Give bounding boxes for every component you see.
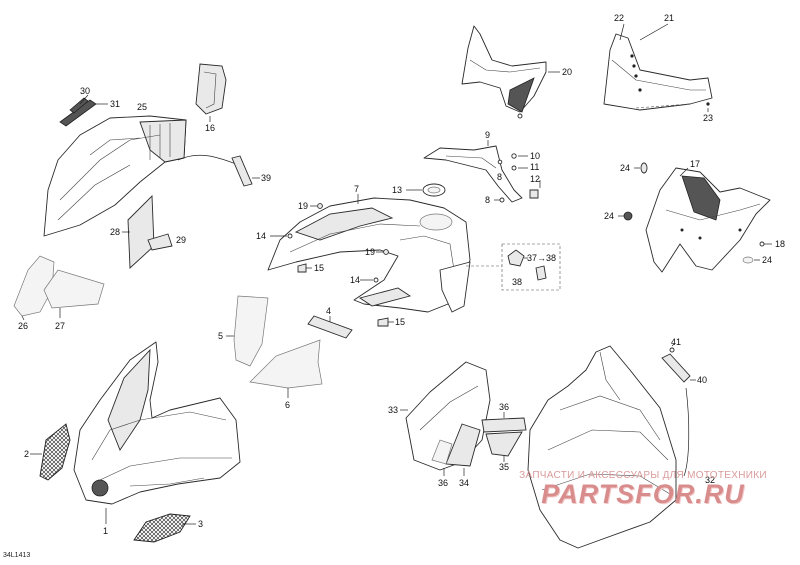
callout-17: 17 <box>690 159 700 169</box>
callout-26: 26 <box>18 321 28 331</box>
part-6-panel <box>249 339 323 398</box>
part-35-36-trim <box>431 412 527 476</box>
callout-22: 22 <box>614 13 624 23</box>
part-26-27-decals <box>13 255 105 321</box>
part-2-left-grille <box>30 423 71 481</box>
callout-24c: 24 <box>762 255 772 265</box>
callout-15b: 15 <box>395 317 405 327</box>
part-13-grommet <box>406 183 446 197</box>
callout-15a: 15 <box>314 263 324 273</box>
callout-31: 31 <box>110 99 120 109</box>
callout-labels: 1 2 3 4 5 6 7 8 8 9 10 11 12 13 14 14 15… <box>18 13 785 536</box>
callout-7: 7 <box>354 184 359 194</box>
callout-4: 4 <box>326 306 331 316</box>
callout-41: 41 <box>671 337 681 347</box>
callout-1: 1 <box>103 526 108 536</box>
part-4-strip <box>307 315 353 339</box>
callout-34: 34 <box>459 478 469 488</box>
part-40-41-support-rod <box>661 343 696 383</box>
part-28-panel <box>122 194 155 269</box>
part-7-center-panel <box>267 194 471 327</box>
callout-12: 12 <box>530 174 540 184</box>
part-5-panel <box>226 295 269 367</box>
callout-2: 2 <box>24 449 29 459</box>
callout-40: 40 <box>697 375 707 385</box>
callout-8b: 8 <box>485 195 490 205</box>
callout-29: 29 <box>176 235 186 245</box>
callout-28: 28 <box>110 227 120 237</box>
callout-6: 6 <box>285 400 290 410</box>
callout-9: 9 <box>485 130 490 140</box>
callout-19b: 19 <box>365 247 375 257</box>
callout-24a: 24 <box>620 163 630 173</box>
diagram-code-label: 34L1413 <box>3 552 31 559</box>
callout-8a: 8 <box>497 172 502 182</box>
callout-33: 33 <box>388 405 398 415</box>
part-29-pad <box>147 233 173 251</box>
part-16-bracket <box>195 63 227 122</box>
part-34-panel <box>445 423 481 476</box>
callout-14a: 14 <box>256 231 266 241</box>
part-20-deflector <box>461 25 560 119</box>
callout-5: 5 <box>218 331 223 341</box>
callout-39: 39 <box>261 173 271 183</box>
callout-19a: 19 <box>298 201 308 211</box>
callout-18: 18 <box>775 239 785 249</box>
callout-11: 11 <box>530 162 539 172</box>
callout-24b: 24 <box>604 211 614 221</box>
callout-27: 27 <box>55 321 65 331</box>
callout-16: 16 <box>205 123 215 133</box>
part-37-38-connector <box>466 243 561 291</box>
part-17-right-side-panel <box>618 162 772 273</box>
callout-36b: 36 <box>438 478 448 488</box>
callout-10: 10 <box>530 151 540 161</box>
callout-23: 23 <box>703 113 713 123</box>
callout-3: 3 <box>198 519 203 529</box>
part-39-cable <box>177 154 260 187</box>
part-1-front-cowl <box>73 341 241 524</box>
callout-25: 25 <box>137 102 147 112</box>
callout-32: 32 <box>705 475 715 485</box>
callout-38: 38 <box>512 277 522 287</box>
part-25-left-side-panel <box>43 115 187 237</box>
part-32-front-cowl-large <box>527 345 690 549</box>
callout-35: 35 <box>499 462 509 472</box>
part-30-31-vent-strips <box>59 94 108 127</box>
callout-37-38: 37→38 <box>527 253 556 263</box>
part-3-lower-grille <box>133 513 196 543</box>
callout-14b: 14 <box>350 275 360 285</box>
callout-36a: 36 <box>499 402 509 412</box>
part-21-22-23-upper-panel <box>603 23 713 112</box>
part-9-mount-bracket <box>423 140 541 203</box>
callout-21: 21 <box>664 13 674 23</box>
callout-20: 20 <box>562 67 572 77</box>
callout-30: 30 <box>80 86 90 96</box>
callout-13: 13 <box>392 185 402 195</box>
